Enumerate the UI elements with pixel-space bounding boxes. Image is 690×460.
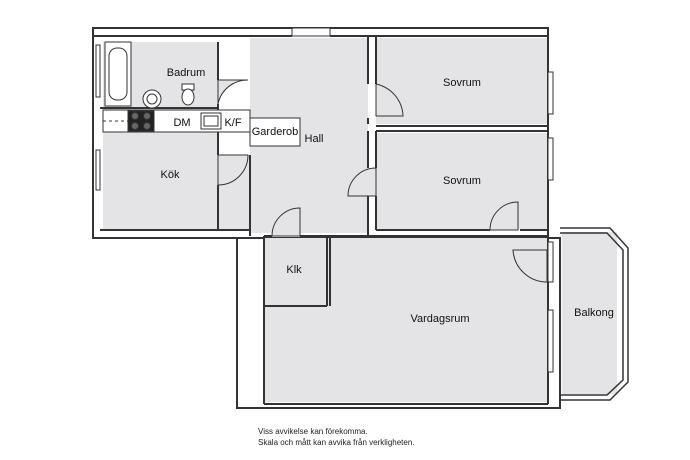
floor-vardagsrum (264, 304, 548, 402)
room-labels: Badrum DM K/F Kök Garderob Hall Sovrum S… (161, 67, 614, 325)
label-sovrum-2: Sovrum (443, 175, 481, 187)
floor-balkong (562, 232, 617, 394)
room-floors (103, 38, 617, 402)
sink-icon (146, 93, 158, 105)
door-swings (217, 79, 548, 283)
door-vardagsrum (489, 201, 519, 231)
label-badrum: Badrum (167, 67, 206, 79)
garderob-box (249, 117, 301, 147)
floor-hall (250, 133, 368, 233)
label-garderob: Garderob (252, 126, 298, 138)
label-vardagsrum: Vardagsrum (410, 313, 469, 325)
label-kok: Kök (161, 169, 180, 181)
label-kf: K/F (224, 117, 241, 129)
fixtures (102, 41, 301, 147)
door-balkong (512, 249, 548, 283)
disclaimer-line-2: Skala och mått kan avvika från verklighe… (258, 438, 415, 447)
label-hall: Hall (305, 133, 324, 145)
floor-klk (264, 238, 327, 304)
label-balkong: Balkong (574, 307, 614, 319)
windows (95, 27, 554, 373)
door-kok (217, 154, 249, 186)
floor-sovrum-2 (376, 133, 548, 229)
door-sovrum-1 (375, 83, 404, 117)
disclaimer-line-1: Viss avvikelse kan förekomma. (258, 427, 368, 436)
label-dm: DM (173, 117, 190, 129)
floor-sovrum-1 (376, 38, 548, 124)
label-sovrum-1: Sovrum (443, 77, 481, 89)
floor-kok (103, 132, 218, 230)
door-klk (271, 207, 301, 237)
floor-hall-top (250, 38, 368, 133)
label-klk: Klk (286, 264, 302, 276)
door-sovrum-2 (347, 167, 377, 197)
door-badrum (217, 79, 249, 105)
floor-vardagsrum-top (327, 238, 548, 304)
balcony-railing (560, 227, 629, 401)
disclaimer: Viss avvikelse kan förekomma. Skala och … (258, 426, 415, 448)
